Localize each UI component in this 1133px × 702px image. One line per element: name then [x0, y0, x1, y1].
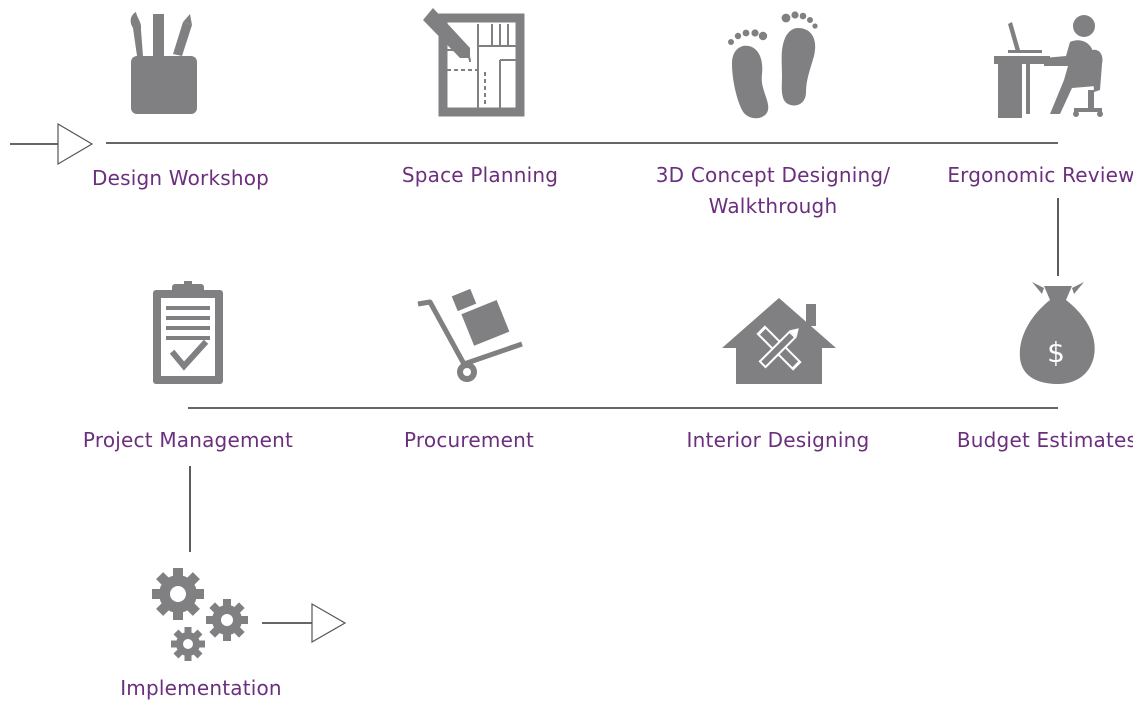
step-label-procurement: Procurement [404, 428, 534, 452]
dollar-sign-glyph: $ [1047, 336, 1065, 369]
step-label-3d-concept-line2: Walkthrough [708, 194, 838, 218]
footprints-icon [728, 11, 818, 119]
connectors [10, 122, 1059, 644]
step-label-interior-designing: Interior Designing [686, 428, 870, 452]
exit-arrow-head [311, 602, 347, 644]
step-label-implementation: Implementation [120, 676, 282, 700]
clipboard-check-icon [153, 281, 223, 384]
entry-arrow-head [57, 122, 94, 166]
desk-worker-icon [994, 15, 1103, 118]
house-tools-icon [722, 298, 836, 384]
step-label-project-management: Project Management [82, 428, 294, 452]
step-label-space-planning: Space Planning [401, 163, 559, 187]
floor-plan-icon [423, 8, 525, 117]
gears-icon [152, 568, 248, 661]
step-label-ergonomic-review: Ergonomic Review [947, 163, 1133, 187]
step-label-budget-estimates: Budget Estimates [956, 428, 1133, 452]
hand-truck-icon [417, 288, 523, 382]
money-bag-icon: $ [1019, 282, 1095, 384]
pencil-cup-icon [130, 12, 197, 114]
step-label-3d-concept-line1: 3D Concept Designing/ [655, 163, 891, 187]
step-label-design-workshop: Design Workshop [92, 166, 270, 190]
